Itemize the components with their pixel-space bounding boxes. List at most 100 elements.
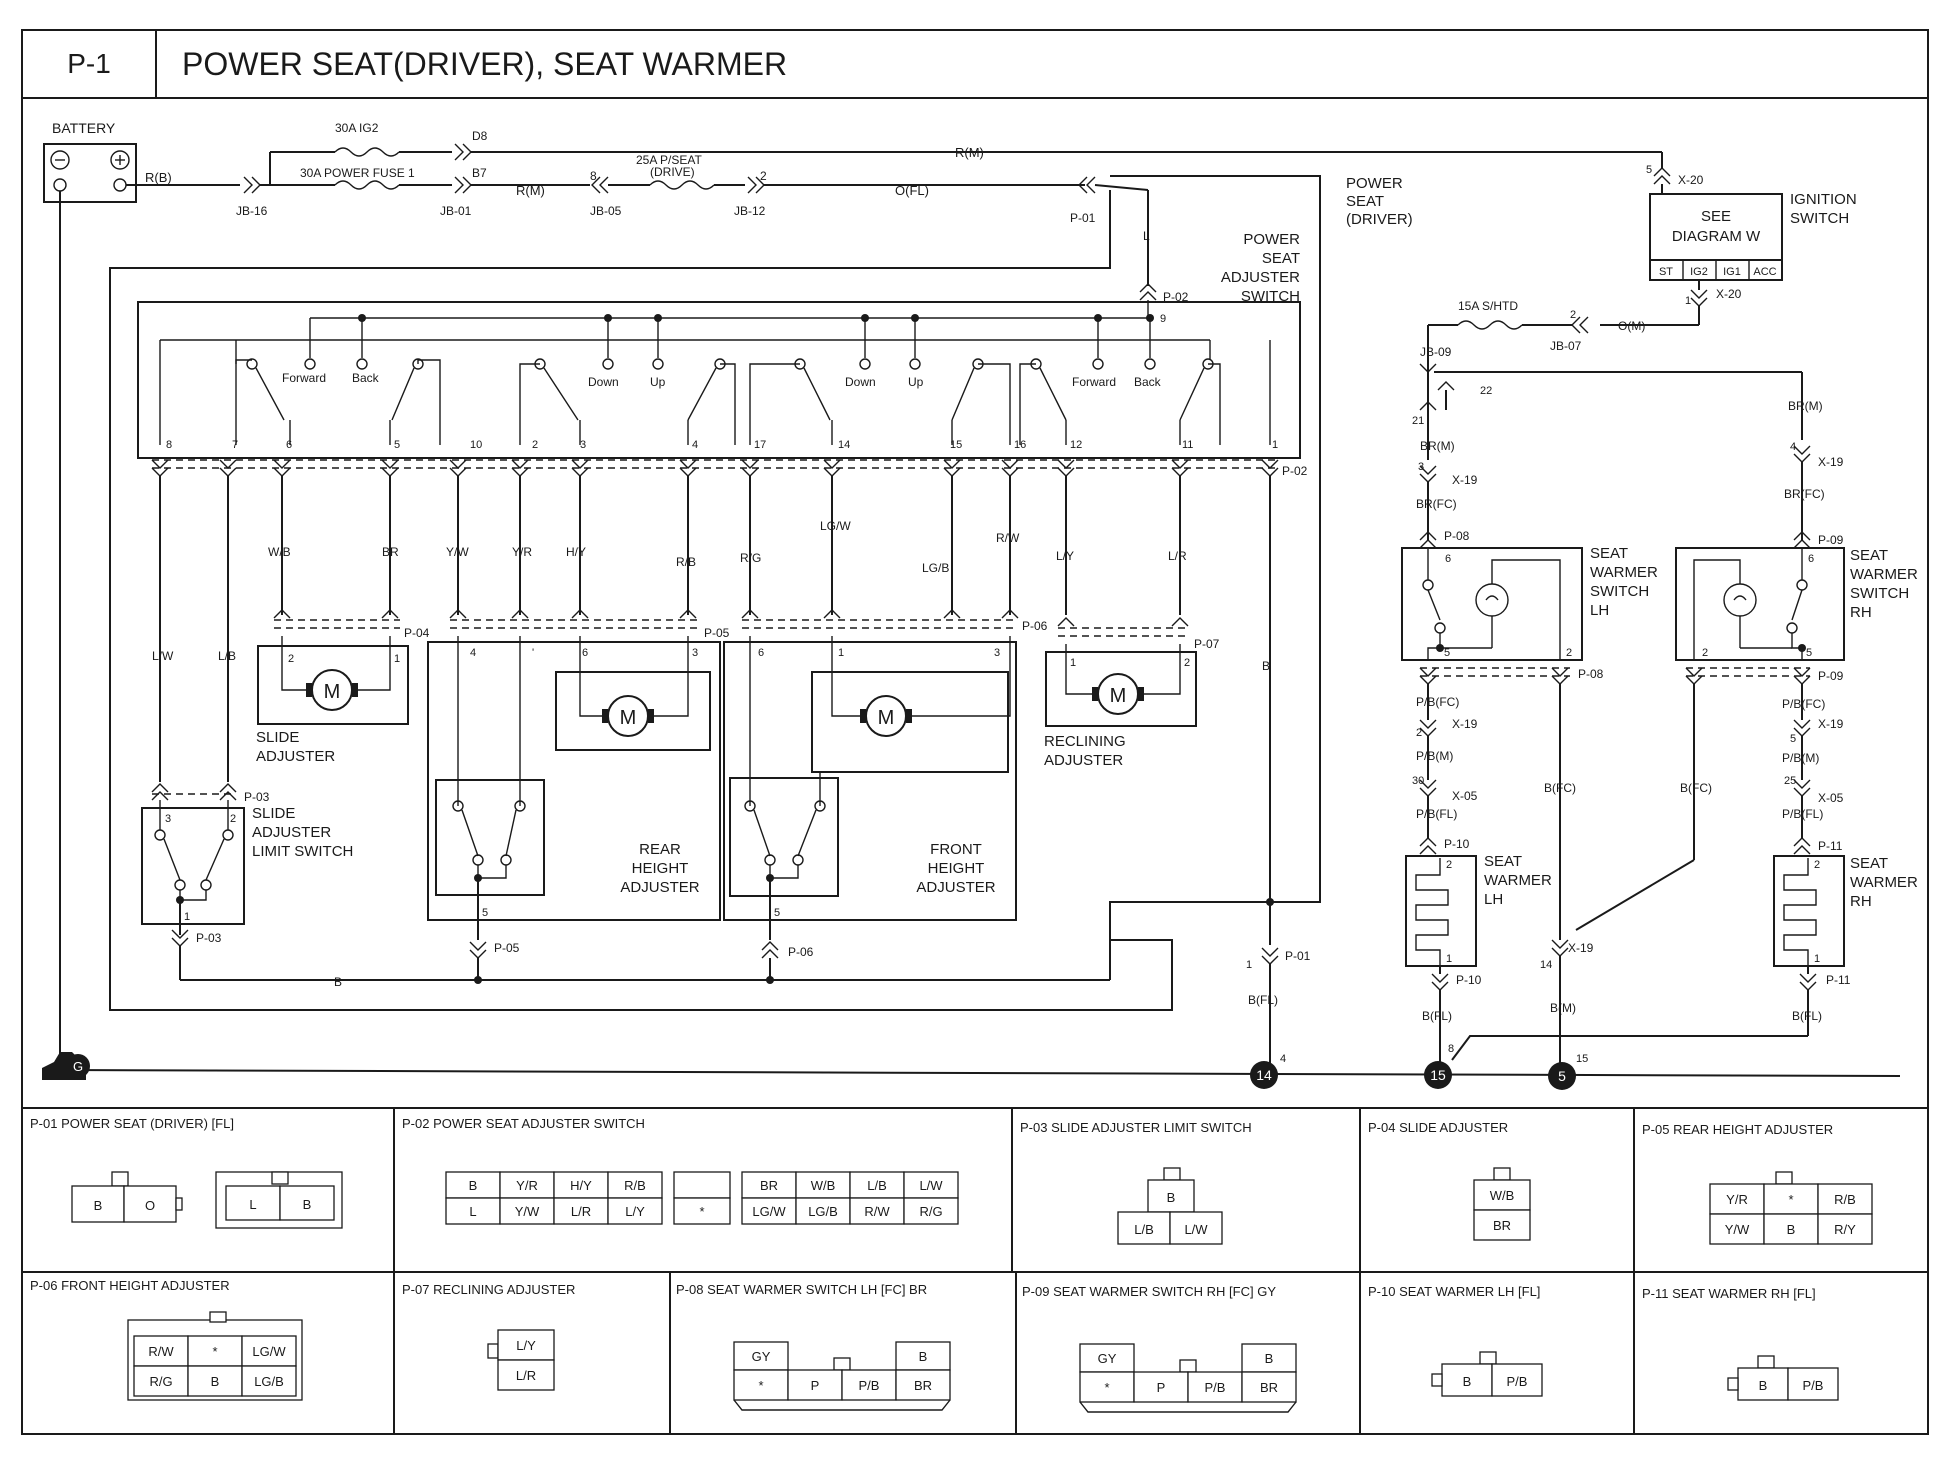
svg-text:R/Y: R/Y xyxy=(1834,1222,1856,1237)
wire-br: BR xyxy=(382,545,399,559)
power-seat-adjuster-switch xyxy=(137,301,1301,459)
b7-label: B7 xyxy=(472,166,487,180)
sw-rh-label-1: SEAT xyxy=(1850,855,1888,872)
wire-yw: Y/W xyxy=(446,545,469,559)
svg-text:Y/W: Y/W xyxy=(515,1204,540,1219)
svg-text:6: 6 xyxy=(286,439,292,451)
svg-text:R/W: R/W xyxy=(864,1204,890,1219)
battery-label: BATTERY xyxy=(52,120,116,136)
p07-title: P-07 RECLINING ADJUSTER xyxy=(402,1282,575,1297)
svg-text:L/Y: L/Y xyxy=(516,1338,536,1353)
svg-text:B: B xyxy=(469,1178,478,1193)
svg-text:2: 2 xyxy=(1184,657,1190,669)
ground-15-label: 15 xyxy=(1430,1067,1446,1083)
svg-text:L/R: L/R xyxy=(516,1368,536,1383)
p09-top-label: P-09 xyxy=(1818,533,1844,547)
rear-down-label: Down xyxy=(588,375,619,389)
svg-text:2: 2 xyxy=(1702,647,1708,659)
svg-text:15: 15 xyxy=(950,439,962,451)
reclining-label-2: ADJUSTER xyxy=(1044,752,1123,769)
page-title: POWER SEAT(DRIVER), SEAT WARMER xyxy=(182,46,787,82)
svg-text:GY: GY xyxy=(752,1349,771,1364)
svg-text:R/B: R/B xyxy=(1834,1192,1856,1207)
svg-text:O: O xyxy=(145,1198,155,1213)
p06-label: P-06 xyxy=(1022,619,1048,633)
p11-connector: B P/B xyxy=(1727,1355,1839,1401)
svg-text:P/B: P/B xyxy=(859,1378,880,1393)
svg-text:B: B xyxy=(94,1198,103,1213)
sw-rh-label-2: WARMER xyxy=(1850,874,1918,891)
ground-5-label: 5 xyxy=(1558,1068,1566,1084)
svg-text:R/G: R/G xyxy=(919,1204,942,1219)
svg-text:L/W: L/W xyxy=(919,1178,943,1193)
slide-back-label: Back xyxy=(352,371,380,385)
svg-text:P/B: P/B xyxy=(1507,1374,1528,1389)
slide-limit-switch-box xyxy=(141,807,245,925)
svg-text:BR: BR xyxy=(1260,1380,1278,1395)
wire-lgw: LG/W xyxy=(820,519,851,533)
p02-bottom-label: P-02 xyxy=(1282,464,1308,478)
wire-pbfc-lh: P/B(FC) xyxy=(1416,695,1459,709)
svg-text:R/W: R/W xyxy=(148,1344,174,1359)
svg-text:B: B xyxy=(919,1349,928,1364)
svg-text:4: 4 xyxy=(470,647,476,659)
p06-bottom-label: P-06 xyxy=(788,945,814,959)
rear-up-label: Up xyxy=(650,375,666,389)
svg-text:5: 5 xyxy=(774,907,780,919)
ground-rail xyxy=(59,1069,1901,1077)
x19-lh-2: X-19 xyxy=(1452,717,1478,731)
p10-connector: B P/B xyxy=(1431,1351,1543,1397)
wire-hy: H/Y xyxy=(566,545,586,559)
wire-label-rm: R(M) xyxy=(516,183,545,198)
svg-text:2: 2 xyxy=(1566,647,1572,659)
svg-text:R/B: R/B xyxy=(624,1178,646,1193)
pin8-label: 8 xyxy=(590,169,597,183)
svg-text:14: 14 xyxy=(1540,959,1552,971)
svg-text:3: 3 xyxy=(1418,461,1424,473)
svg-text:B: B xyxy=(1167,1190,1176,1205)
p04-label: P-04 xyxy=(404,626,430,640)
svg-text:1: 1 xyxy=(838,647,844,659)
svg-text:B: B xyxy=(1759,1378,1768,1393)
slide-adjuster-label-2: ADJUSTER xyxy=(256,748,335,765)
wire-bfl-main: B(FL) xyxy=(1248,993,1278,1007)
x19-lh-1: X-19 xyxy=(1452,473,1478,487)
svg-text:*: * xyxy=(212,1344,217,1359)
slide-adjuster-label-1: SLIDE xyxy=(256,729,299,746)
svg-text:9: 9 xyxy=(1160,313,1166,325)
svg-text:P: P xyxy=(811,1378,820,1393)
svg-text:17: 17 xyxy=(754,439,766,451)
front-height-label-2: HEIGHT xyxy=(928,860,985,877)
power-seat-label-3: (DRIVER) xyxy=(1346,211,1413,228)
ign-st: ST xyxy=(1659,266,1673,278)
svg-text:2: 2 xyxy=(1446,859,1452,871)
svg-text:B: B xyxy=(211,1374,220,1389)
seat-warmer-switch-rh-box xyxy=(1675,547,1845,661)
p03-title: P-03 SLIDE ADJUSTER LIMIT SWITCH xyxy=(1020,1120,1252,1135)
wire-label-rm-top: R(M) xyxy=(955,145,984,160)
rear-height-label-3: ADJUSTER xyxy=(620,879,699,896)
p10-bottom-label: P-10 xyxy=(1456,973,1482,987)
p06-title: P-06 FRONT HEIGHT ADJUSTER xyxy=(30,1278,230,1293)
p09-title: P-09 SEAT WARMER SWITCH RH [FC] GY xyxy=(1022,1284,1276,1299)
p11-top-label: P-11 xyxy=(1818,839,1843,853)
p03-bottom-label: P-03 xyxy=(196,931,222,945)
svg-text:H/Y: H/Y xyxy=(570,1178,592,1193)
svg-text:L/W: L/W xyxy=(1184,1222,1208,1237)
svg-text:L/B: L/B xyxy=(867,1178,887,1193)
svg-text:10: 10 xyxy=(470,439,482,451)
sw-lh-label-1: SEAT xyxy=(1484,853,1522,870)
svg-text:2: 2 xyxy=(532,439,538,451)
p08-top-label: P-08 xyxy=(1444,529,1470,543)
svg-text:GY: GY xyxy=(1098,1351,1117,1366)
svg-text:1: 1 xyxy=(184,911,190,923)
svg-text:6: 6 xyxy=(582,647,588,659)
svg-text:30: 30 xyxy=(1412,775,1424,787)
wire-om: O(M) xyxy=(1618,319,1645,333)
ignition-label-1: IGNITION xyxy=(1790,191,1857,208)
svg-text:*: * xyxy=(1788,1192,1793,1207)
